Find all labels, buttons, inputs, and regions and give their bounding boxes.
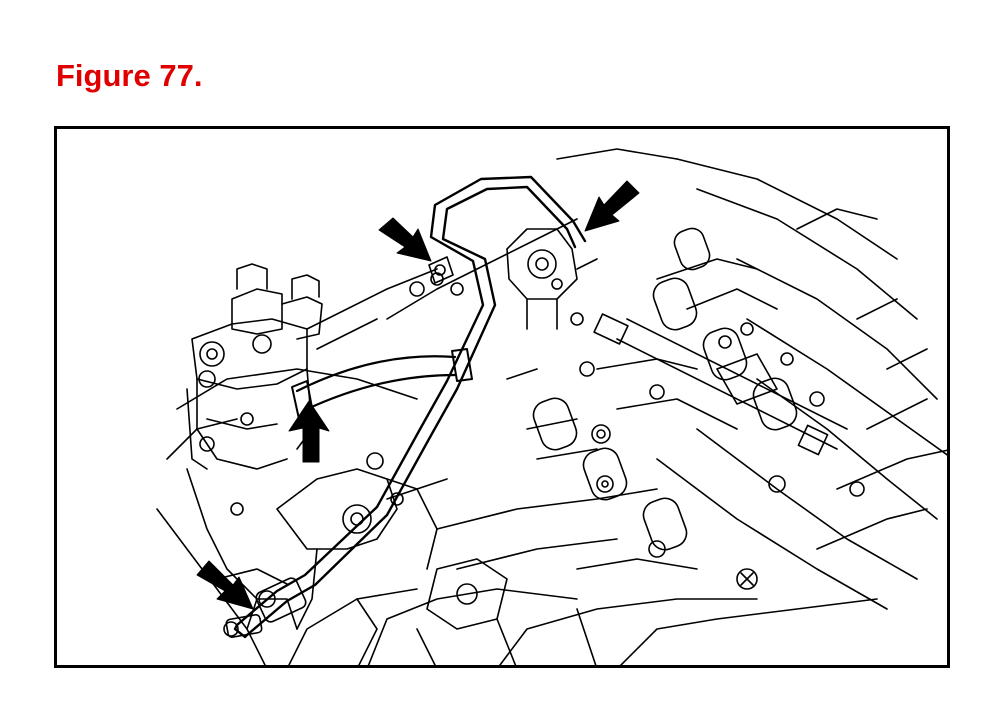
figure-title: Figure 77. (56, 58, 203, 93)
engine-drawing (156, 148, 947, 665)
arrow-icon-bottom-left (196, 560, 254, 610)
callout-arrows (196, 180, 640, 610)
intake-runners (532, 227, 798, 551)
arrow-icon-left (288, 400, 330, 463)
arrow-icon-top-left (378, 217, 432, 262)
pipe-end-fitting (223, 577, 307, 638)
engine-block-outline (156, 148, 947, 665)
fuel-rail (593, 313, 848, 456)
arrow-icon-top-right (584, 180, 640, 232)
fuel-pipe (233, 175, 587, 639)
lower-engine-parts (356, 558, 698, 665)
throttle-body (186, 263, 323, 470)
pressure-regulator (506, 228, 598, 330)
pipe-clamp-bolt (428, 256, 464, 296)
illustration-frame (54, 126, 950, 668)
bolt-heads (198, 272, 865, 590)
